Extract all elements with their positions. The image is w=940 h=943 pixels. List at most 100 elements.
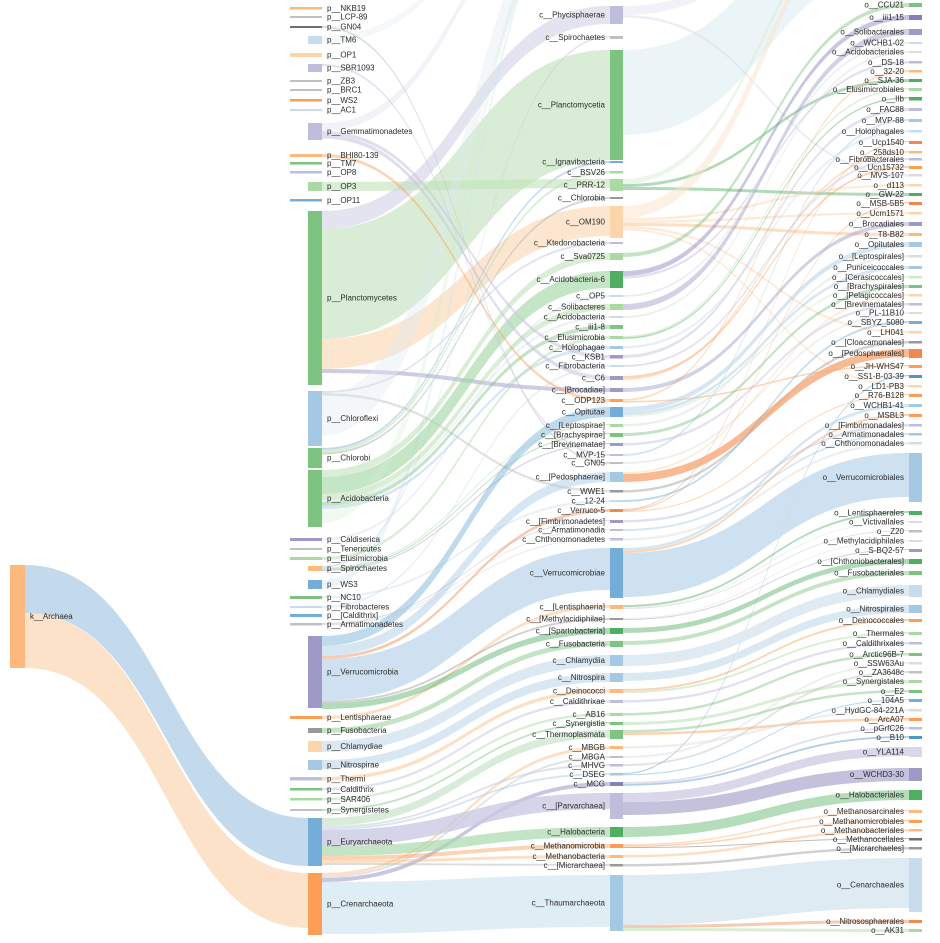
node-c__BSV26[interactable] <box>610 171 623 174</box>
node-c__Halobacteria[interactable] <box>610 827 623 837</box>
node-label[interactable]: c__Caldithrixae <box>550 697 606 706</box>
node-label[interactable]: o__ZA3648c <box>859 668 904 677</box>
node-label[interactable]: o__[Fimbrimonadales] <box>825 421 904 430</box>
node-c__C6[interactable] <box>610 376 623 380</box>
node-o__LH041[interactable] <box>909 331 922 334</box>
node-label[interactable]: c__ODP123 <box>561 396 605 405</box>
node-label[interactable]: o__Solibacterales <box>840 28 904 37</box>
node-label[interactable]: o__Caldithrixales <box>843 639 904 648</box>
node-label[interactable]: o__SS1-B-03-39 <box>844 372 904 381</box>
node-c__Fibrobacteria[interactable] <box>610 365 623 367</box>
node-o__Arctic96B-7[interactable] <box>909 653 922 656</box>
node-label[interactable]: p__NC10 <box>327 593 361 602</box>
node-c__Caldithrixae[interactable] <box>610 700 623 703</box>
node-label[interactable]: p__Fusobacteria <box>327 726 387 735</box>
node-o__[Fimbrimonadales][interactable] <box>909 424 922 427</box>
node-p__ZB3[interactable] <box>290 80 322 82</box>
node-p__Chloroflexi[interactable] <box>308 391 322 446</box>
node-label[interactable]: c__Holophagae <box>549 343 606 352</box>
node-label[interactable]: c__Solibacteres <box>548 303 605 312</box>
node-label[interactable]: o__Chlamydiales <box>843 587 904 596</box>
node-o__32-20[interactable] <box>909 70 922 73</box>
node-p__Caldithrix[interactable] <box>290 788 322 791</box>
node-o__Verrucomicrobiales[interactable] <box>909 453 922 502</box>
node-c__WWE1[interactable] <box>610 490 623 493</box>
node-label[interactable]: p__Verrucomicrobia <box>327 668 399 677</box>
node-label[interactable]: c__Deinococci <box>553 687 605 696</box>
node-label[interactable]: p__TM6 <box>327 36 357 45</box>
node-label[interactable]: o__iii1-15 <box>869 13 904 22</box>
node-o__Brocadiales[interactable] <box>909 222 922 226</box>
node-label[interactable]: c__iii1-8 <box>575 323 605 332</box>
node-label[interactable]: c__Nitrospira <box>558 673 606 682</box>
node-label[interactable]: o__Methanocellales <box>833 835 904 844</box>
node-label[interactable]: o__Synergistales <box>843 677 904 686</box>
node-label[interactable]: o__Opitutales <box>855 240 904 249</box>
node-p__Fusobacteria[interactable] <box>308 728 322 733</box>
node-p__Verrucomicrobia[interactable] <box>308 636 322 708</box>
node-label[interactable]: p__[Caldithrix] <box>327 611 378 620</box>
node-c__Chthonomonadetes[interactable] <box>610 538 623 541</box>
node-label[interactable]: c__Ignavibacteria <box>542 158 605 167</box>
node-label[interactable]: p__SBR1093 <box>327 64 375 73</box>
node-o__CCU21[interactable] <box>909 3 922 7</box>
node-o__Fusobacteriales[interactable] <box>909 571 922 575</box>
node-label[interactable]: o__Fibrobacterales <box>836 155 904 164</box>
node-label[interactable]: p__LCP-89 <box>327 13 368 22</box>
node-label[interactable]: o__32-20 <box>870 67 904 76</box>
node-label[interactable]: o__LD1-PB3 <box>858 382 904 391</box>
node-label[interactable]: p__WS2 <box>327 96 358 105</box>
node-o__YLA114[interactable] <box>909 747 922 757</box>
node-label[interactable]: c__[Brocadiae] <box>552 386 605 395</box>
node-c__Chlorobia[interactable] <box>610 197 623 199</box>
node-c__Opitutae[interactable] <box>610 407 623 417</box>
node-p__Planctomycetes[interactable] <box>308 211 322 385</box>
node-p__OP3[interactable] <box>308 182 322 191</box>
node-c__DSEG[interactable] <box>610 773 623 776</box>
node-o__Methanobacteriales[interactable] <box>909 829 922 832</box>
node-c__PRR-12[interactable] <box>610 179 623 191</box>
node-label[interactable]: c__[Brachyspirae] <box>541 431 605 440</box>
node-label[interactable]: o__WCHB1-41 <box>850 401 904 410</box>
node-o__[Chthoniobacterales][interactable] <box>909 559 922 564</box>
node-c__Verrucomicrobiae[interactable] <box>610 548 623 598</box>
node-label[interactable]: o__FAC88 <box>866 105 904 114</box>
node-c__[Spartobacteria][interactable] <box>610 628 623 634</box>
node-p__TM6[interactable] <box>308 36 322 44</box>
node-label[interactable]: c__[Fimbrimonadetes] <box>526 517 605 526</box>
node-label[interactable]: o__d113 <box>873 181 904 190</box>
node-p__Chlorobi[interactable] <box>308 448 322 468</box>
node-label[interactable]: c__DSEG <box>569 770 605 779</box>
node-label[interactable]: c__PRR-12 <box>564 181 606 190</box>
node-label[interactable]: c__Armatimonadia <box>538 526 605 535</box>
node-o__SSW63Au[interactable] <box>909 662 922 665</box>
node-o__[Micrarchaeles][interactable] <box>909 847 922 850</box>
node-o__Chthonomonadales[interactable] <box>909 442 922 445</box>
node-p__[Caldithrix][interactable] <box>290 614 322 617</box>
node-label[interactable]: o__SJA-36 <box>864 76 904 85</box>
node-o__[Brachyspirales][interactable] <box>909 285 922 288</box>
node-c__Thaumarchaeota[interactable] <box>610 875 623 931</box>
node-p__Tenericutes[interactable] <box>290 548 322 550</box>
node-label[interactable]: p__Acidobacteria <box>327 494 389 503</box>
node-label[interactable]: o__HydGC-84-221A <box>832 706 905 715</box>
node-o__Ucp1540[interactable] <box>909 141 922 144</box>
node-o__Opitutales[interactable] <box>909 242 922 247</box>
node-o__S-BQ2-57[interactable] <box>909 549 922 552</box>
node-p__WS2[interactable] <box>290 99 322 102</box>
node-label[interactable]: c__Elusimicrobia <box>545 333 606 342</box>
node-o__pGrfC26[interactable] <box>909 727 922 730</box>
node-label[interactable]: o__Deinococcales <box>839 616 904 625</box>
node-label[interactable]: c__Chlorobia <box>558 194 606 203</box>
node-o__MVP-88[interactable] <box>909 119 922 122</box>
node-o__R76-B128[interactable] <box>909 394 922 397</box>
node-c__[Brevinematae][interactable] <box>610 443 623 446</box>
node-o__[Brevinematales][interactable] <box>909 303 922 306</box>
node-o__Nitrospirales[interactable] <box>909 605 922 613</box>
node-label[interactable]: p__Caldithrix <box>327 785 374 794</box>
node-label[interactable]: o__Methylacidiphilales <box>824 537 905 546</box>
node-o__104A5[interactable] <box>909 699 922 702</box>
node-label[interactable]: o__DS-18 <box>868 58 905 67</box>
node-label[interactable]: o__Holophagales <box>842 127 904 136</box>
node-label[interactable]: c__Synergistia <box>553 719 606 728</box>
